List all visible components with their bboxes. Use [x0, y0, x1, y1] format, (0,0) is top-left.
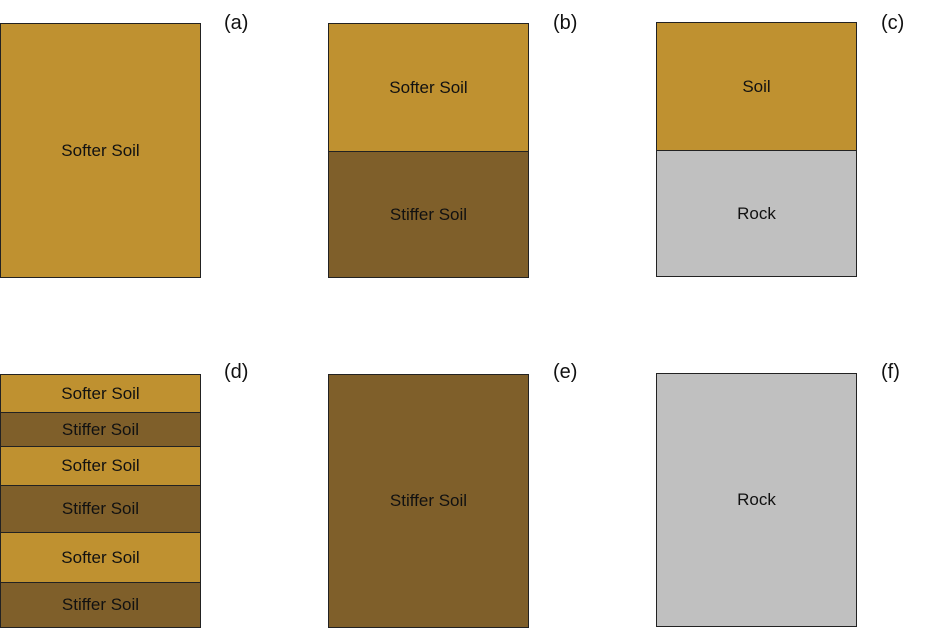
panel-b: Softer Soil Stiffer Soil [328, 23, 529, 278]
layer-stiffer-soil: Stiffer Soil [329, 151, 528, 277]
layer-stiffer-soil: Stiffer Soil [1, 582, 200, 627]
layer-softer-soil: Softer Soil [1, 375, 200, 412]
layer-softer-soil: Softer Soil [1, 24, 200, 277]
panel-d: Softer Soil Stiffer Soil Softer Soil Sti… [0, 374, 201, 628]
layer-label: Softer Soil [61, 383, 140, 403]
panel-label-d: (d) [224, 361, 249, 383]
layer-stiffer-soil: Stiffer Soil [1, 412, 200, 446]
layer-softer-soil: Softer Soil [329, 24, 528, 151]
layer-label: Softer Soil [61, 140, 140, 160]
panel-label-c: (c) [881, 12, 905, 34]
layer-softer-soil: Softer Soil [1, 532, 200, 582]
panel-f: Rock [656, 373, 857, 627]
layer-label: Stiffer Soil [389, 204, 468, 224]
layer-label: Softer Soil [61, 547, 140, 567]
panel-a: Softer Soil [0, 23, 201, 278]
layer-rock: Rock [657, 150, 856, 276]
layer-rock: Rock [657, 374, 856, 626]
panel-c: Soil Rock [656, 22, 857, 277]
layer-softer-soil: Softer Soil [1, 446, 200, 485]
panel-label-b: (b) [553, 12, 578, 34]
layer-label: Stiffer Soil [61, 499, 140, 518]
layer-stiffer-soil: Stiffer Soil [1, 485, 200, 532]
panel-e: Stiffer Soil [328, 374, 529, 628]
layer-label: Softer Soil [61, 456, 140, 475]
layer-label: Stiffer Soil [389, 491, 468, 510]
layer-stiffer-soil: Stiffer Soil [329, 375, 528, 627]
panel-label-f: (f) [881, 361, 900, 383]
panel-label-e: (e) [553, 361, 578, 383]
layer-label: Soil [742, 76, 771, 96]
layer-label: Stiffer Soil [61, 419, 140, 439]
layer-label: Rock [737, 203, 776, 223]
layer-label: Rock [737, 490, 776, 509]
layer-label: Stiffer Soil [61, 595, 140, 614]
layer-label: Softer Soil [389, 77, 468, 97]
layer-soil: Soil [657, 23, 856, 150]
panel-label-a: (a) [224, 12, 249, 34]
